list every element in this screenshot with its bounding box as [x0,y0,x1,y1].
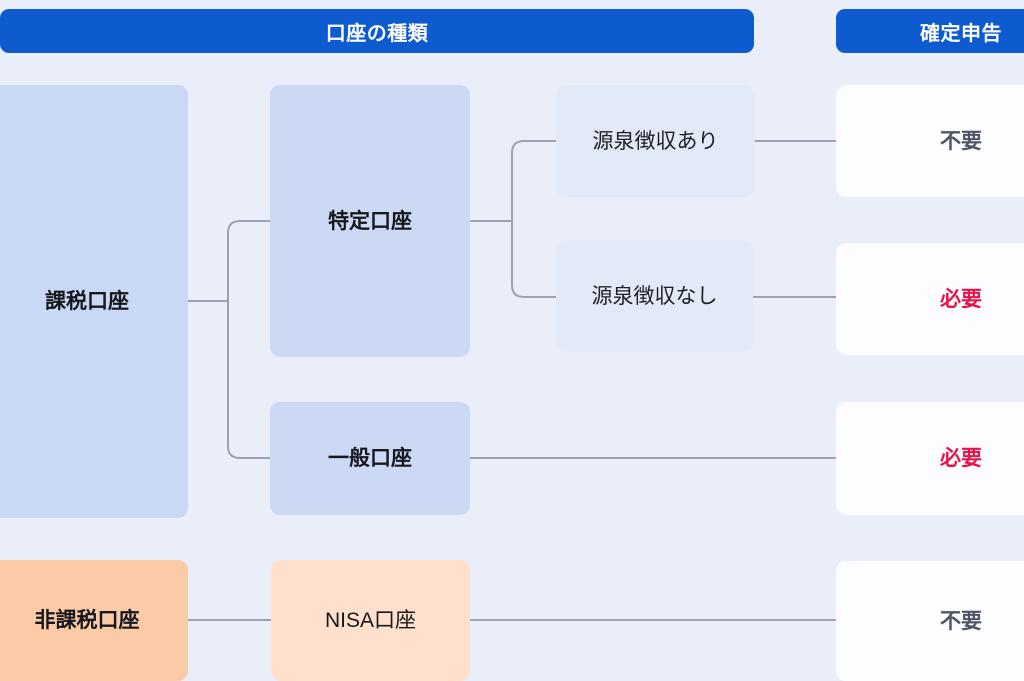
header-account-type: 口座の種類 [0,9,754,53]
node-tokutei-account[interactable]: 特定口座 [270,85,470,357]
node-with-withholding-label: 源泉徴収あり [592,129,719,153]
wire-taxable-to-tokutei [227,220,270,301]
result-ippan[interactable]: 必要 [836,402,1024,515]
result-with-withholding-label: 不要 [940,129,982,153]
result-without-withholding-label: 必要 [940,287,982,311]
header-tax-filing: 確定申告 [836,9,1024,53]
node-tokutei-account-label: 特定口座 [328,209,412,233]
wire-tokutei-to-without-withholding [511,221,556,298]
node-nontaxable-account-label: 非課税口座 [34,609,140,632]
result-nisa[interactable]: 不要 [836,561,1024,681]
node-nisa-account[interactable]: NISA口座 [271,560,470,681]
result-without-withholding[interactable]: 必要 [836,243,1024,355]
header-tax-filing-label: 確定申告 [920,22,1002,45]
result-nisa-label: 不要 [940,609,982,633]
node-nontaxable-account[interactable]: 非課税口座 [0,560,188,681]
node-nisa-account-label: NISA口座 [324,609,416,632]
node-ippan-account[interactable]: 一般口座 [270,402,470,515]
node-ippan-account-label: 一般口座 [328,447,412,470]
wire-taxable-to-ippan [227,301,270,459]
node-without-withholding-label: 源泉徴収なし [591,284,718,308]
node-without-withholding[interactable]: 源泉徴収なし [556,240,753,352]
node-taxable-account[interactable]: 課税口座 [0,85,188,518]
wire-tokutei-to-with-withholding [511,140,556,221]
node-with-withholding[interactable]: 源泉徴収あり [556,85,755,197]
result-with-withholding[interactable]: 不要 [836,85,1024,197]
result-ippan-label: 必要 [940,447,982,470]
node-taxable-account-label: 課税口座 [45,290,129,313]
header-account-type-label: 口座の種類 [325,22,429,45]
